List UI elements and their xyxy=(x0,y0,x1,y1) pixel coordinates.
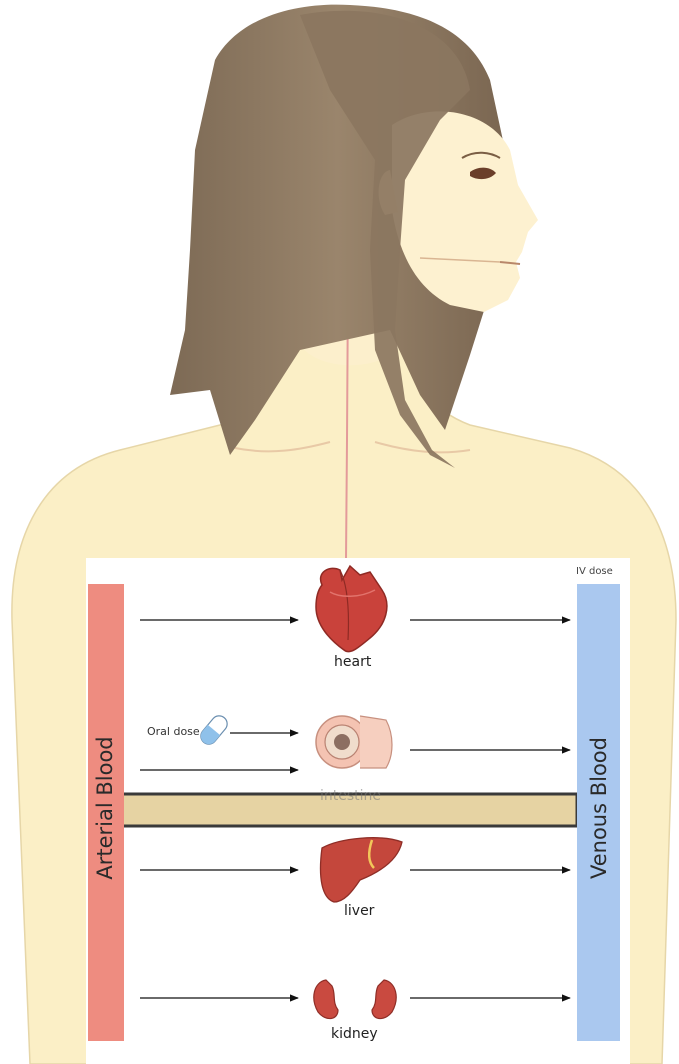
arterial-blood-label: Arterial Blood xyxy=(93,733,117,883)
intestine-icon xyxy=(316,716,392,768)
venous-blood-label: Venous Blood xyxy=(587,727,611,889)
oral-dose-label: Oral dose xyxy=(147,725,200,738)
heart-label: heart xyxy=(334,654,371,670)
kidney-label: kidney xyxy=(331,1026,378,1042)
liver-label: liver xyxy=(344,903,374,919)
intestine-label: intestine xyxy=(320,788,381,804)
iv-dose-label: IV dose xyxy=(576,566,613,577)
